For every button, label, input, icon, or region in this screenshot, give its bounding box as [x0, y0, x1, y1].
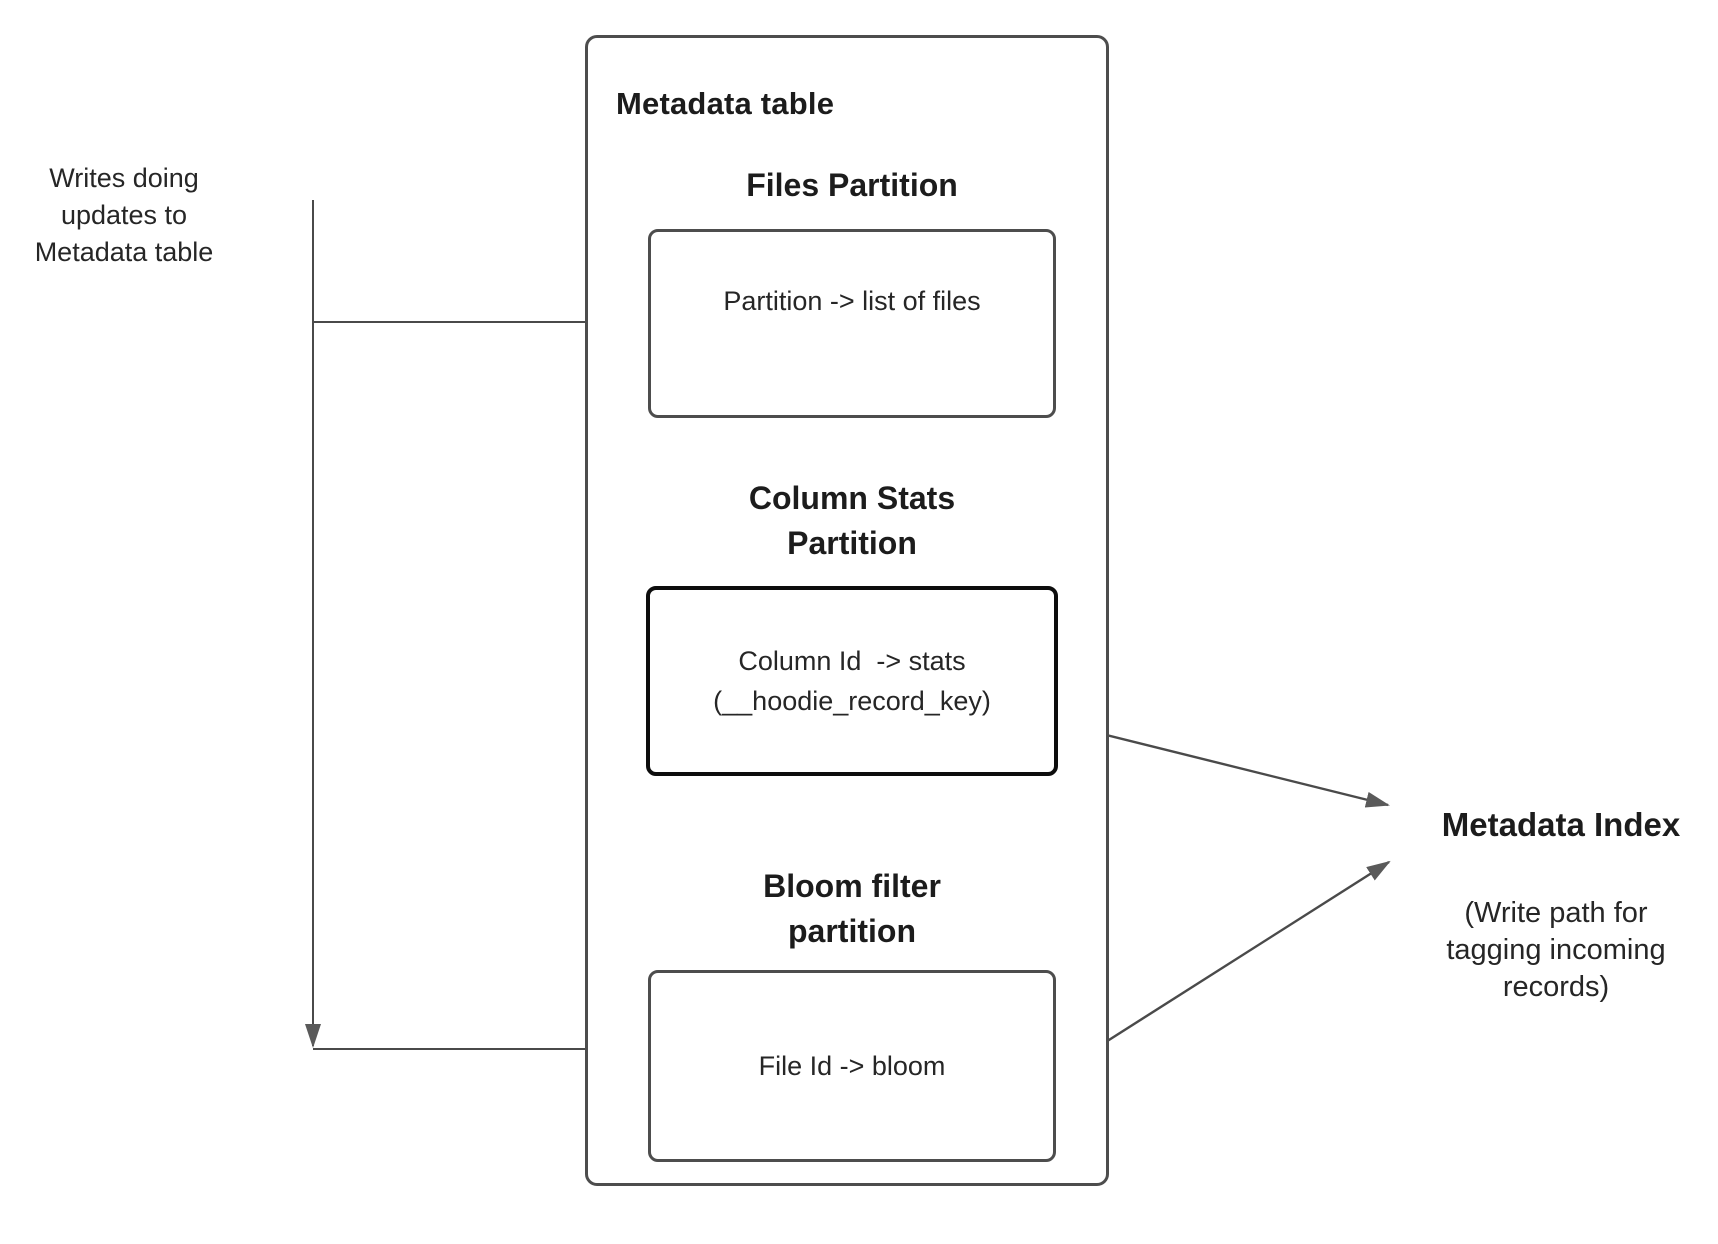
column-stats-partition-box: Column Id -> stats (__hoodie_record_key): [646, 586, 1058, 776]
metadata-table-container: Metadata table Files Partition Partition…: [585, 35, 1109, 1186]
metadata-table-title: Metadata table: [616, 86, 835, 121]
column-stats-partition-box-text: Column Id -> stats (__hoodie_record_key): [713, 646, 991, 716]
files-partition-box: Partition -> list of files: [648, 229, 1056, 418]
column-stats-partition-heading: Column Stats Partition: [748, 480, 956, 561]
bloom-filter-partition-box: File Id -> bloom: [648, 970, 1056, 1162]
bloom-filter-partition-box-text: File Id -> bloom: [758, 1051, 946, 1081]
bloom-filter-partition-heading: Bloom filter partition: [763, 868, 941, 949]
metadata-index-note: (Write path for tagging incoming records…: [1446, 897, 1666, 1003]
files-partition-box-text: Partition -> list of files: [723, 285, 981, 316]
writes-updates-note: Writes doing updates to Metadata table: [34, 163, 214, 267]
files-partition-heading: Files Partition: [746, 167, 958, 203]
metadata-index-title: Metadata Index: [1441, 806, 1681, 843]
